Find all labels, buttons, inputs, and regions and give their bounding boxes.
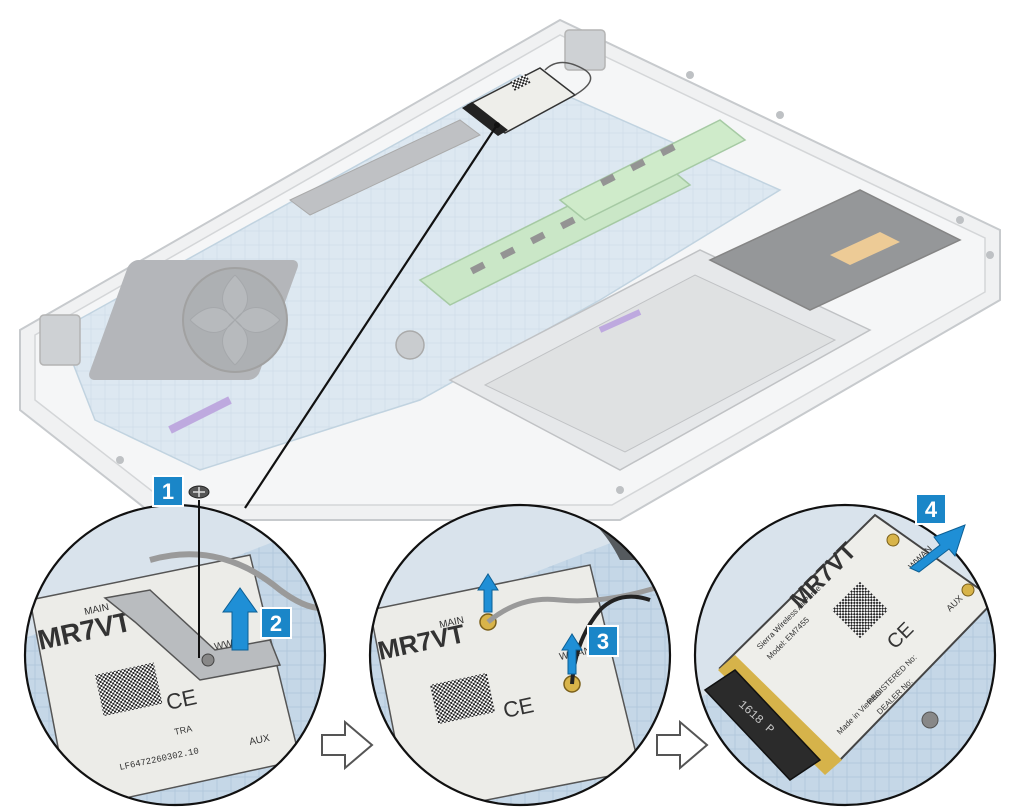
callout-leader-line — [244, 124, 498, 509]
step-2-lift-arrow — [222, 587, 258, 651]
step-badge-1: 1 — [152, 475, 184, 507]
fan — [89, 260, 298, 380]
step-3-arrow-b — [561, 633, 583, 675]
card-main-label-2: MAIN — [438, 615, 465, 631]
m2-slot — [703, 669, 822, 781]
antenna-bracket — [103, 589, 282, 681]
step-4-slide-arrow — [909, 524, 966, 573]
step-4-detail: MR7VT Sierra Wireless AirPrime Model: EM… — [693, 503, 997, 807]
card-aux-label: AUX — [248, 733, 271, 748]
step-badge-3: 3 — [587, 625, 619, 657]
step-badge-2: 2 — [260, 607, 292, 639]
screw — [188, 485, 210, 658]
step-1-2-detail: MR7VT CE MAIN WWAN AUX LF6472260302.10 T… — [23, 503, 327, 807]
sequence-arrow-2-to-3 — [656, 719, 709, 771]
svg-text:4: 4 — [925, 497, 938, 522]
sequence-arrow-1-to-2 — [321, 719, 374, 771]
svg-text:2: 2 — [270, 611, 282, 636]
card-main-label: MAIN — [83, 602, 110, 618]
svg-text:CE: CE — [164, 684, 199, 715]
step-badge-4: 4 — [915, 493, 947, 525]
card-tra-label: TRA — [173, 723, 193, 737]
drive-bay — [708, 189, 962, 311]
svg-text:CE: CE — [501, 692, 536, 723]
laptop-base — [19, 18, 1001, 521]
svg-text:3: 3 — [597, 629, 609, 654]
ram-modules — [418, 119, 747, 306]
step-3-arrow-a — [477, 573, 499, 613]
step-3-detail: MR7VT CE MAIN WWAN — [368, 503, 672, 807]
svg-text:1: 1 — [162, 479, 174, 504]
